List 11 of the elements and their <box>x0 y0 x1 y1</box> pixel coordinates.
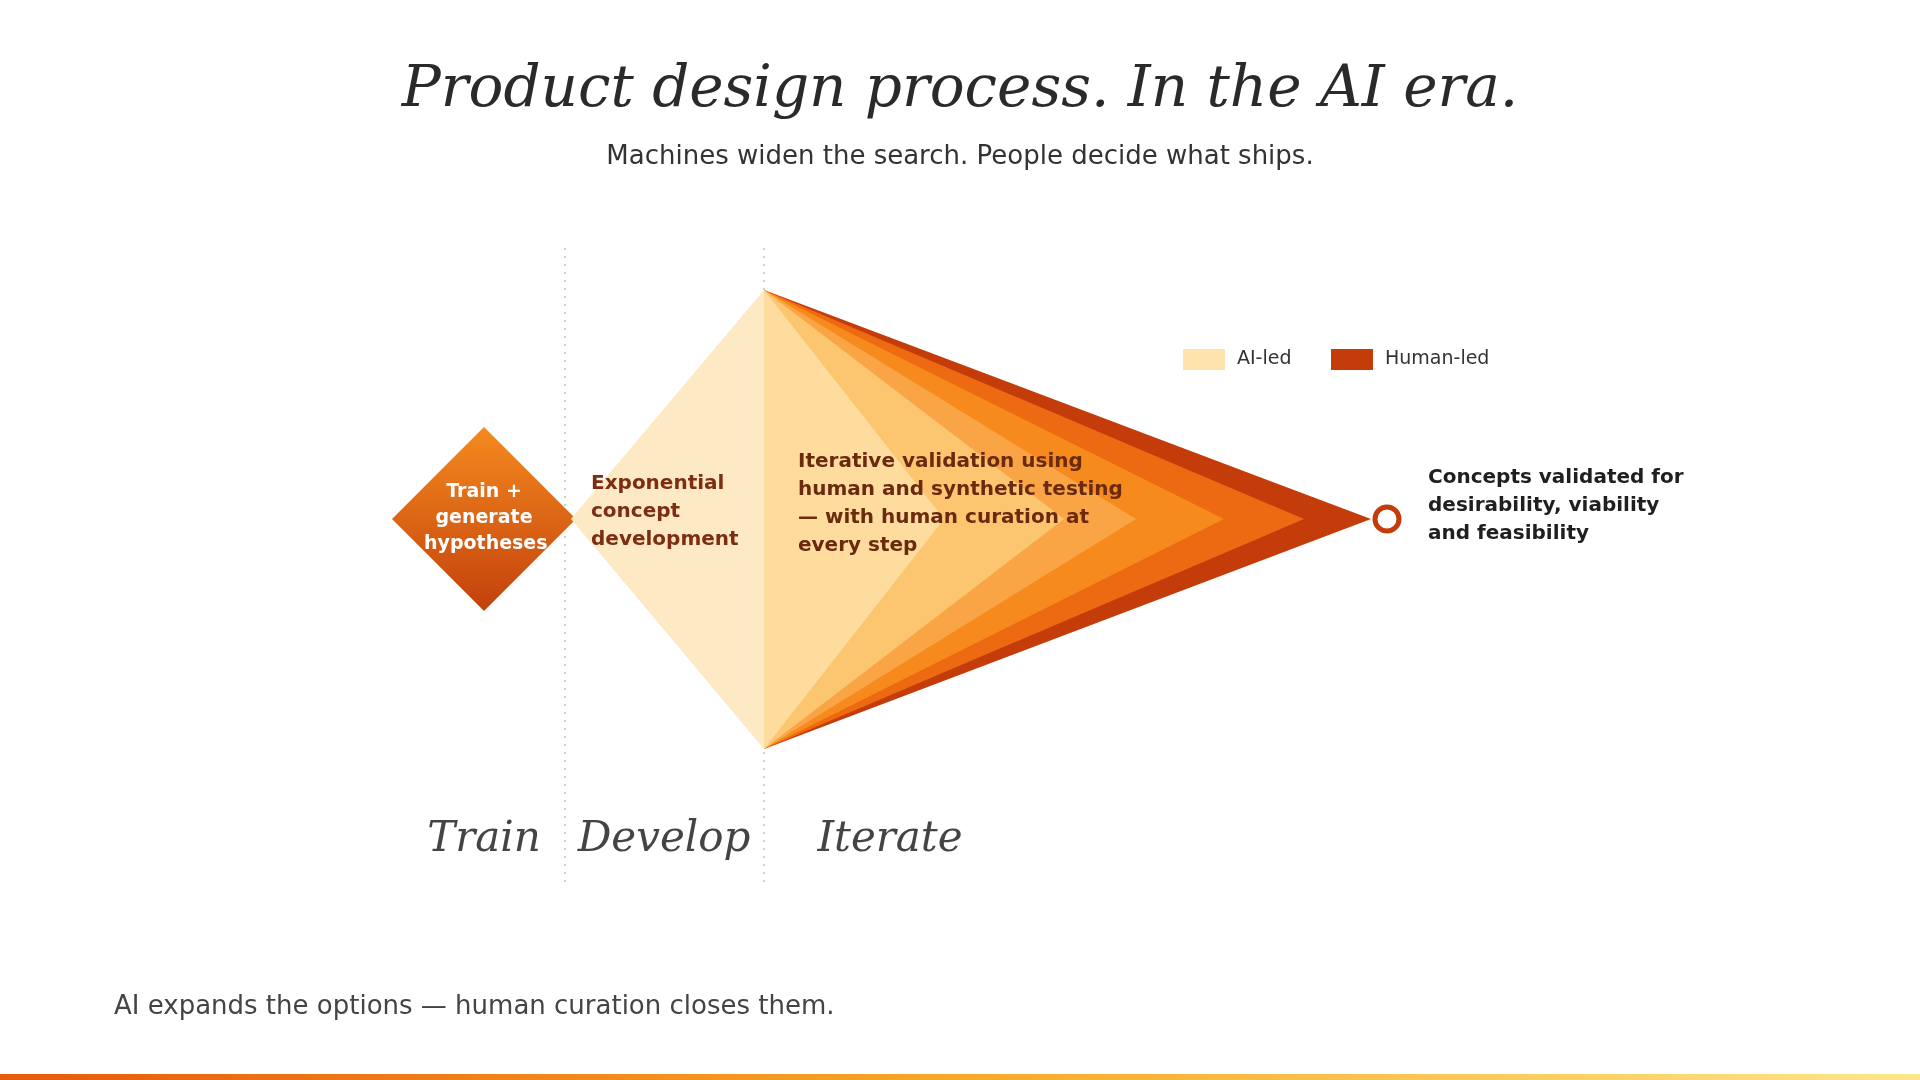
subtitle: Machines widen the search. People decide what ships. <box>605 140 1315 170</box>
footer-note: AI expands the options — human curation closes them. <box>114 990 835 1020</box>
title: Product design process. In the AI era. <box>400 52 1520 120</box>
legend-label: Human-led <box>1385 346 1490 368</box>
legend-label: AI-led <box>1237 346 1292 368</box>
phase-label: Develop <box>576 812 752 861</box>
phase-label: Train <box>426 812 542 861</box>
node-label: Iterative validation using human and synthetic testing — with human curation at every step <box>798 447 1124 558</box>
node-label: Exponential concept development <box>591 469 740 552</box>
phase-label: Iterate <box>816 812 964 861</box>
caption-text: Concepts validated for desirability, viability and feasibility <box>1428 463 1685 546</box>
